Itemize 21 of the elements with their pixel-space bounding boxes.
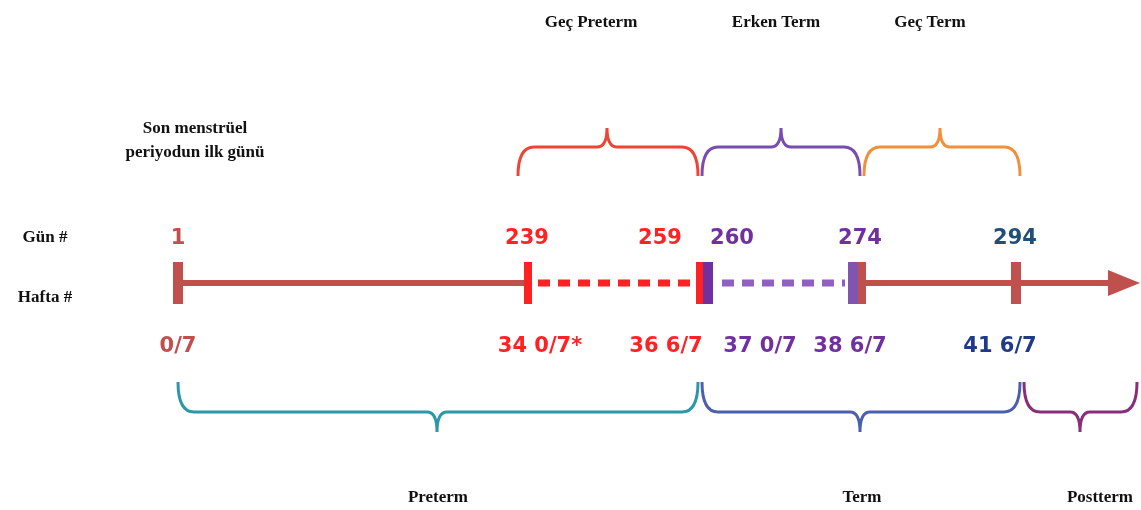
day-number: 294: [993, 225, 1037, 249]
note-text: Son menstrüel periyodun ilk günü: [124, 117, 266, 163]
day-number: 239: [505, 225, 549, 249]
week-number: 36 6/7: [629, 333, 703, 357]
axis-title: Hafta #: [17, 287, 73, 307]
period-heading: Term: [842, 487, 882, 507]
week-number: 37 0/7: [723, 333, 797, 357]
axis-title: Gün #: [22, 227, 68, 247]
day-number: 260: [710, 225, 754, 249]
week-number: 41 6/7: [963, 333, 1037, 357]
period-heading: Preterm: [407, 487, 469, 507]
week-number: 0/7: [159, 333, 197, 357]
period-heading: Postterm: [1066, 487, 1134, 507]
stage-heading: Geç Term: [894, 12, 966, 32]
day-number: 1: [170, 225, 186, 249]
week-number: 34 0/7*: [497, 333, 583, 357]
stage-heading: Erken Term: [731, 12, 821, 32]
day-number: 274: [838, 225, 882, 249]
week-number: 38 6/7: [813, 333, 887, 357]
day-number: 259: [638, 225, 682, 249]
stage-heading: Geç Preterm: [544, 12, 638, 32]
